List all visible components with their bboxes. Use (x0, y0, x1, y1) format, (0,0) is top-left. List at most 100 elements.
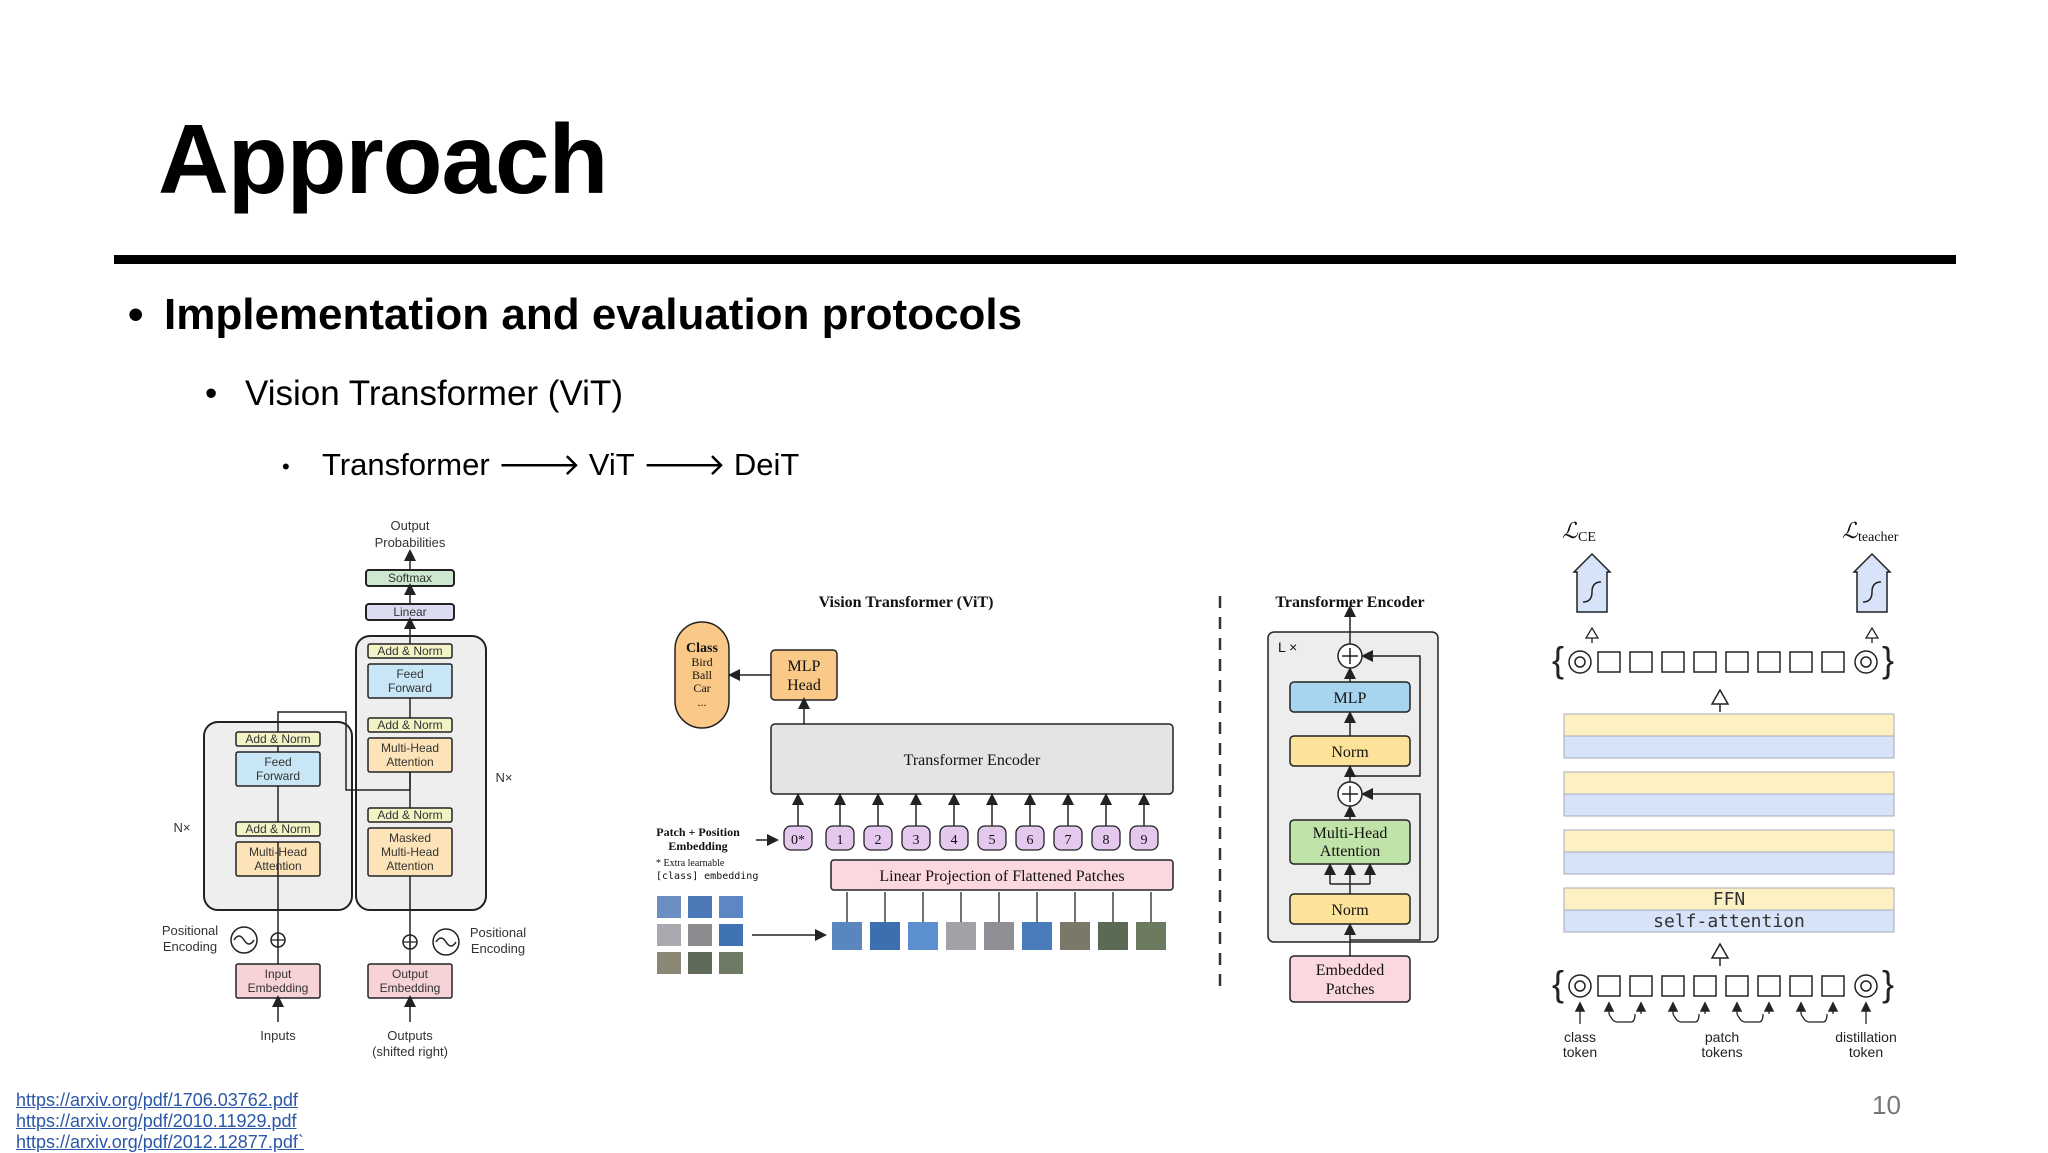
positional-encoding-label: Encoding (163, 939, 217, 954)
token-label: 4 (951, 833, 958, 848)
feed-forward-label: Feed (264, 755, 291, 769)
token-label: 1 (837, 833, 844, 848)
positional-encoding-label: Encoding (471, 941, 525, 956)
svg-text:}: } (1882, 639, 1894, 680)
positional-encoding-label: Positional (470, 925, 526, 940)
linear-projection-label: Linear Projection of Flattened Patches (879, 868, 1124, 885)
loss-teacher-label: teacher (1858, 530, 1899, 545)
output-token-row: { } (1552, 639, 1894, 680)
feed-forward-label: Forward (388, 681, 432, 695)
reference-links: https://arxiv.org/pdf/1706.03762.pdf htt… (16, 1090, 304, 1153)
bullet-level1: •Implementation and evaluation protocols (128, 290, 1022, 340)
mha-label: Multi-Head (381, 741, 439, 755)
patch-arrows (846, 892, 1152, 922)
distillation-token-label: token (1849, 1044, 1883, 1060)
lx-label: L × (1278, 639, 1297, 655)
bullet-level2: •Vision Transformer (ViT) (205, 374, 623, 414)
class-token-label: token (1563, 1044, 1597, 1060)
svg-text:{: { (1552, 639, 1564, 680)
masked-mha-label: Multi-Head (381, 845, 439, 859)
patch-position-label: Embedding (668, 839, 727, 853)
input-image-patches (657, 896, 743, 974)
patch-position-label: Patch + Position (656, 825, 740, 839)
transformer-layers (1563, 713, 1895, 933)
ffn-label: FFN (1713, 889, 1746, 910)
loss-ce-symbol: ℒ (1562, 518, 1579, 543)
encoder-norm-label: Norm (1331, 744, 1369, 761)
output-probabilities-label: Output (390, 518, 429, 533)
add-norm-label: Add & Norm (245, 822, 310, 836)
token-arrows (792, 793, 1150, 826)
sigmoid-icon (1862, 581, 1882, 603)
sine-wave-icon (435, 937, 457, 947)
masked-mha-label: Masked (389, 831, 431, 845)
mlp-head-label: MLP (788, 658, 821, 675)
bullet-dot: • (128, 290, 144, 339)
patch-tokens-label: patch (1705, 1029, 1739, 1045)
feed-forward-label: Forward (256, 769, 300, 783)
linear-projection-box (830, 859, 1174, 891)
vit-title: Vision Transformer (ViT) (819, 594, 994, 611)
encoder-mha-label: Multi-Head (1313, 825, 1388, 842)
softmax-label: Softmax (388, 571, 432, 585)
nx-label: N× (496, 770, 513, 785)
input-token-row: { } (1552, 963, 1894, 1004)
outputs-label: (shifted right) (372, 1044, 448, 1059)
class-item: Ball (692, 668, 713, 682)
feed-forward-label: Feed (396, 667, 423, 681)
arrow-right-icon: 🡒 (497, 447, 581, 482)
mha-label: Attention (386, 755, 433, 769)
svg-text:{: { (1552, 963, 1564, 1004)
positional-encoding-label: Positional (162, 923, 218, 938)
mlp-head-label: Head (787, 677, 821, 694)
vit-encoder-label: Transformer Encoder (904, 752, 1041, 769)
add-norm-label: Add & Norm (245, 732, 310, 746)
embedded-patches-label: Embedded (1316, 962, 1384, 979)
token-label: 0* (791, 833, 805, 848)
outputs-label: Outputs (387, 1028, 433, 1043)
page-title: Approach (158, 104, 608, 214)
loss-ce-label: CE (1578, 530, 1596, 545)
nx-label: N× (174, 820, 191, 835)
page-number: 10 (1872, 1090, 1901, 1120)
encoder-mha-label: Attention (1320, 843, 1380, 860)
reference-link[interactable]: https://arxiv.org/pdf/2010.11929.pdf (16, 1111, 297, 1131)
up-arrow-icon (1710, 688, 1730, 712)
class-token-label: class (1564, 1029, 1596, 1045)
flattened-patches (832, 922, 1166, 950)
token-label: 2 (875, 833, 882, 848)
add-norm-label: Add & Norm (377, 644, 442, 658)
extra-embedding-note: [class] embedding (656, 871, 758, 882)
output-probabilities-label: Probabilities (375, 535, 446, 550)
input-embedding-label: Input (265, 967, 292, 981)
output-embedding-label: Embedding (380, 981, 441, 995)
up-arrow-icon (1710, 942, 1730, 966)
vit-tokens: 0* 1 2 3 4 5 6 7 8 9 (783, 825, 1159, 851)
distillation-token-label: distillation (1835, 1029, 1896, 1045)
output-embedding-label: Output (392, 967, 429, 981)
self-attention-label: self-attention (1653, 911, 1805, 932)
vit-encoder-box (770, 723, 1174, 795)
reference-link[interactable]: https://arxiv.org/pdf/1706.03762.pdf (16, 1090, 298, 1110)
up-arrow-icon (1864, 626, 1880, 643)
sine-wave-icon (233, 935, 255, 945)
class-item: ... (698, 695, 707, 709)
extra-embedding-note: * Extra learnable (656, 858, 725, 869)
plus-icon (1342, 786, 1358, 802)
token-label: 9 (1141, 833, 1148, 848)
token-label: 5 (989, 833, 996, 848)
arrow-right-icon: 🡒 (642, 447, 726, 482)
encoder-norm-label: Norm (1331, 902, 1369, 919)
patch-tokens-label: tokens (1701, 1044, 1742, 1060)
sigmoid-icon (1582, 581, 1602, 603)
reference-link[interactable]: https://arxiv.org/pdf/2012.12877.pdf` (16, 1132, 304, 1152)
teacher-head-icon (1852, 552, 1892, 613)
deit-figure: ℒ CE ℒ teacher { } FFN se (1552, 518, 1899, 1060)
bullet3-b: ViT (588, 447, 635, 482)
add-norm-label: Add & Norm (377, 718, 442, 732)
bullet2-text: Vision Transformer (ViT) (245, 374, 623, 413)
positional-encoding-icon (230, 926, 258, 954)
token-label: 7 (1065, 833, 1072, 848)
class-item: Car (693, 681, 710, 695)
